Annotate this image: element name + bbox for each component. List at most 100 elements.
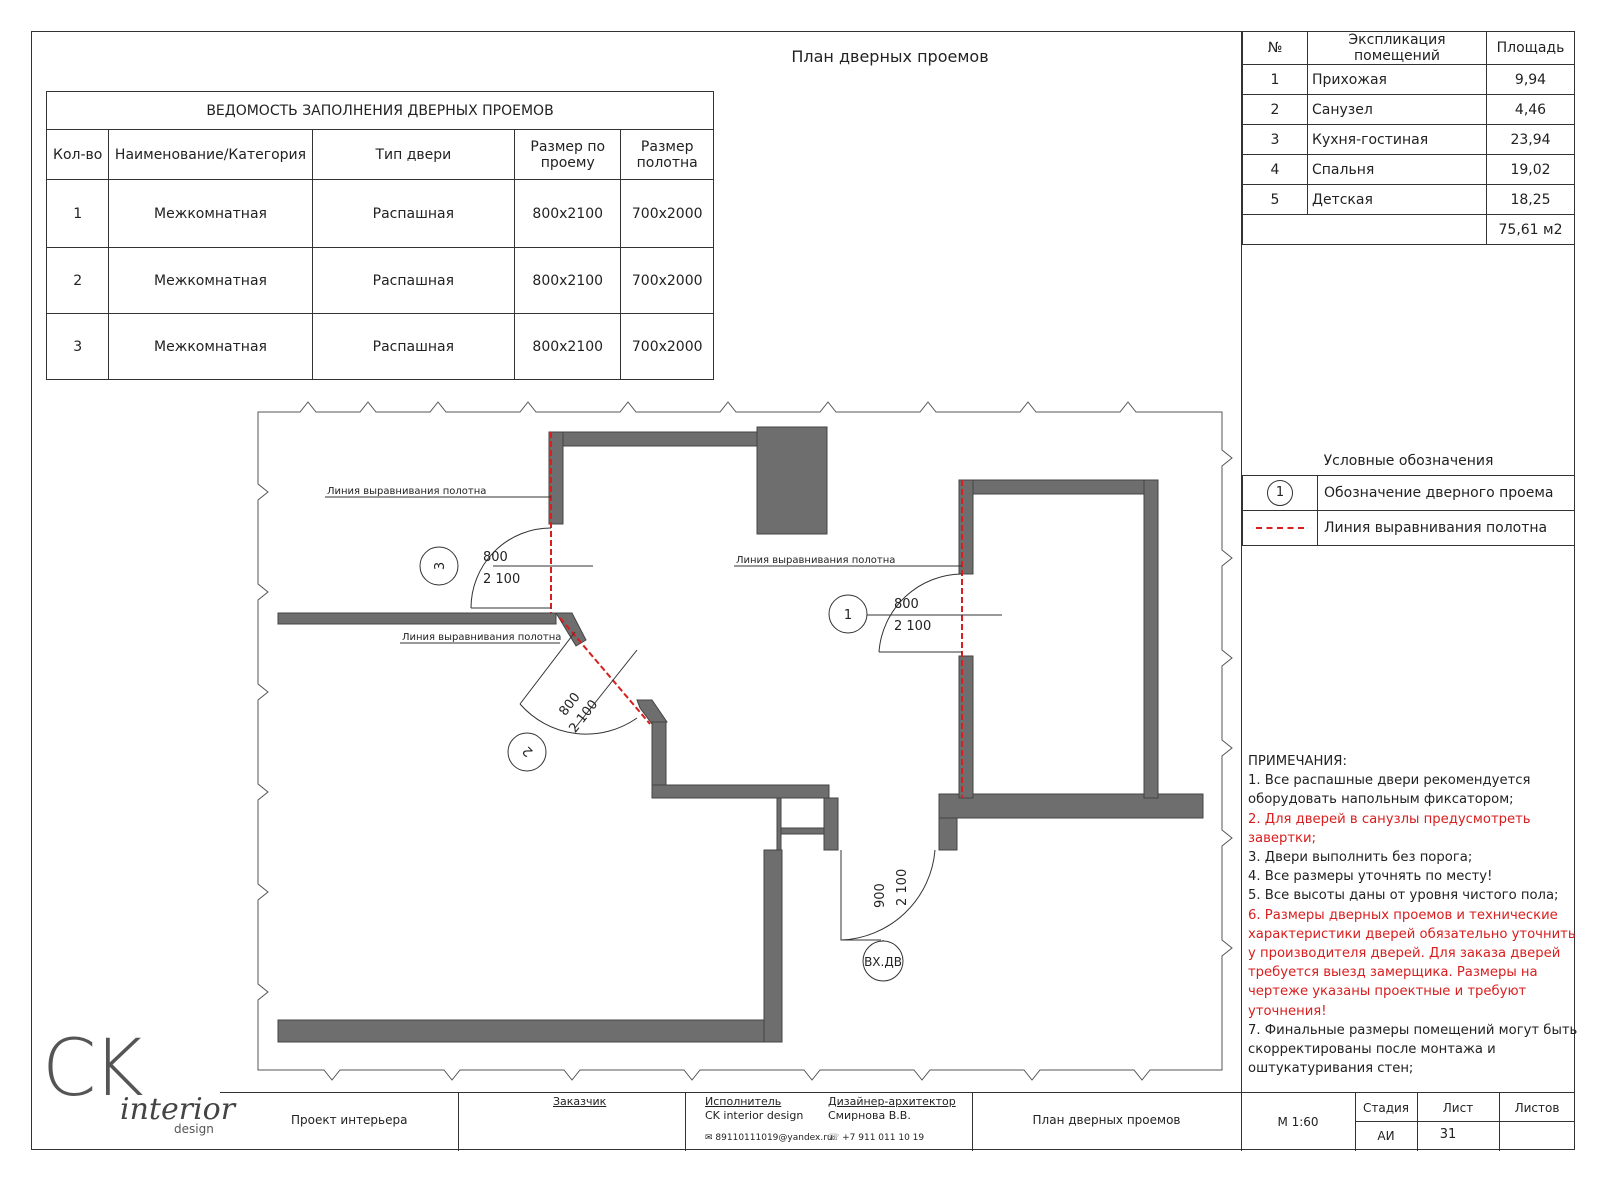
legend-table: 1 Обозначение дверного проема Линия выра…	[1242, 475, 1575, 546]
stamp-designer-name: Смирнова В.В.	[828, 1109, 911, 1122]
cell: 2	[45, 247, 110, 314]
wall	[776, 827, 828, 835]
table-row: 2 Межкомнатная Распашная 800x2100 700x20…	[45, 247, 714, 314]
legend-label: Линия выравнивания полотна	[1317, 510, 1575, 546]
cell: Распашная	[311, 313, 516, 380]
door-height-label: 2 100	[483, 572, 520, 587]
note-item: 6. Размеры дверных проемов и технические…	[1248, 907, 1576, 1019]
door-swing-1	[878, 573, 963, 653]
column	[756, 426, 828, 535]
wall	[636, 699, 668, 725]
cell: 1	[45, 179, 110, 248]
cell: 1	[1242, 64, 1308, 95]
alignment-label: Линия выравнивания полотна	[736, 555, 895, 566]
door-schedule-header: Размер полотна	[620, 129, 714, 180]
door-width-label: 800	[483, 550, 508, 565]
cell: 2	[1242, 94, 1308, 125]
mail-icon: ✉	[705, 1133, 713, 1143]
stamp-scale: М 1:60	[1277, 1115, 1319, 1129]
door-swing-3	[470, 527, 552, 609]
explication-header: Площадь	[1486, 31, 1575, 65]
door-mark-icon: 1	[1267, 480, 1293, 506]
cell: Кухня-гостиная	[1307, 124, 1487, 155]
niche	[776, 797, 828, 829]
break-line-border	[257, 401, 1233, 1081]
table-row: 2 Санузел 4,46	[1242, 94, 1575, 125]
door-height-label: 2 100	[894, 619, 931, 634]
wall	[958, 479, 1159, 495]
table-row: 3 Межкомнатная Распашная 800x2100 700x20…	[45, 313, 714, 380]
door-width-label: 900	[873, 883, 888, 908]
door-schedule-title: ВЕДОМОСТЬ ЗАПОЛНЕНИЯ ДВЕРНЫХ ПРОЕМОВ	[46, 91, 714, 130]
note-item: 4. Все размеры уточнять по месту!	[1248, 869, 1493, 885]
stamp-executor-name: CK interior design	[705, 1109, 804, 1122]
cell: Санузел	[1307, 94, 1487, 125]
table-row: 4 Спальня 19,02	[1242, 154, 1575, 185]
stamp-sheet-title: План дверных проемов	[1032, 1113, 1181, 1127]
alignment-lines	[550, 432, 963, 798]
cell: 800x2100	[514, 313, 622, 380]
table-row: 75,61 м2	[1242, 214, 1575, 245]
note-item: 1. Все распашные двери рекомендуется обо…	[1248, 773, 1531, 808]
cell: 18,25	[1486, 184, 1575, 215]
stamp-designer-label: Дизайнер-архитектор	[828, 1095, 956, 1108]
cell: 19,02	[1486, 154, 1575, 185]
stamp-executor-label: Исполнитель	[705, 1095, 782, 1108]
door-swings	[325, 496, 1002, 958]
table-row: 3 Кухня-гостиная 23,94	[1242, 124, 1575, 155]
notes-title: ПРИМЕЧАНИЯ:	[1248, 754, 1347, 769]
alignment-line	[559, 617, 651, 725]
door-height-label: 2 100	[895, 869, 910, 906]
cell: 23,94	[1486, 124, 1575, 155]
note-item: 5. Все высоты даны от уровня чистого пол…	[1248, 888, 1559, 904]
title-block: Проект интерьера Заказчик Исполнитель CK…	[220, 1092, 1575, 1151]
cell: 700x2000	[620, 179, 714, 248]
wall	[776, 797, 782, 851]
door-mark-icon	[828, 594, 868, 634]
note-item: 2. Для дверей в санузлы предусмотреть за…	[1248, 811, 1531, 846]
door-schedule-table: ВЕДОМОСТЬ ЗАПОЛНЕНИЯ ДВЕРНЫХ ПРОЕМОВ Кол…	[45, 91, 714, 380]
plan-labels: 3 1 2 ВХ.ДВ 800 2 100 800 2 100 800 2 10…	[327, 486, 931, 969]
phone-icon: ☏	[828, 1133, 840, 1143]
table-row: 1 Прихожая 9,94	[1242, 64, 1575, 95]
note-item: 3. Двери выполнить без порога;	[1248, 850, 1473, 866]
cell: Межкомнатная	[108, 179, 313, 248]
door-mark-circles	[419, 546, 904, 982]
cell: Спальня	[1307, 154, 1487, 185]
wall	[277, 612, 557, 625]
door-schedule-header: Тип двери	[311, 129, 516, 180]
stamp-designer-phone: ☏ +7 911 011 10 19	[828, 1133, 925, 1143]
wall	[548, 431, 758, 447]
stamp-sheets-label: Листов	[1514, 1101, 1560, 1115]
wall	[548, 431, 564, 525]
cell: 800x2100	[514, 247, 622, 314]
logo: CK interior design	[42, 1030, 242, 1140]
cell: Межкомнатная	[108, 313, 313, 380]
wall	[1143, 479, 1159, 799]
entry-door-mark: ВХ.ДВ	[864, 955, 902, 969]
cell: 3	[45, 313, 110, 380]
stamp-executor-email: ✉ 89110111019@yandex.ru	[705, 1133, 833, 1143]
stamp-sheet-label: Лист	[1442, 1101, 1474, 1115]
logo-sub: design	[174, 1122, 214, 1136]
wall	[938, 793, 1204, 819]
entry-door-swing	[840, 849, 936, 941]
door-swing-2	[519, 631, 638, 735]
door-mark-1: 1	[844, 608, 852, 623]
dimension-leader	[574, 649, 638, 729]
wall	[651, 784, 830, 799]
drawing-frame	[31, 31, 1575, 1150]
wall	[823, 797, 839, 851]
cell: Распашная	[311, 247, 516, 314]
notes: ПРИМЕЧАНИЯ: 1. Все распашные двери реком…	[1248, 752, 1578, 1078]
cell	[1242, 214, 1487, 245]
page-title: План дверных проемов	[791, 47, 989, 66]
explication-total: 75,61 м2	[1486, 214, 1575, 245]
wall	[277, 1019, 783, 1043]
alignment-label: Линия выравнивания полотна	[327, 486, 486, 497]
stamp-stage-value: АИ	[1377, 1129, 1395, 1143]
stamp-sheet-value: 31	[1439, 1127, 1457, 1142]
logo-main: CK	[42, 1024, 144, 1114]
explication-header: Экспликация помещений	[1307, 31, 1487, 65]
